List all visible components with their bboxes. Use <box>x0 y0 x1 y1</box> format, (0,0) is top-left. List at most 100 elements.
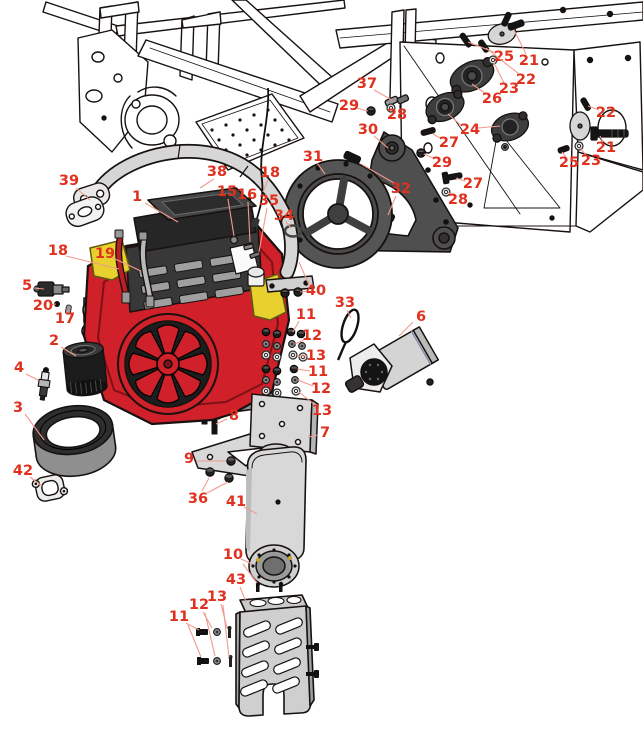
callout-label-10: 10 <box>223 547 243 563</box>
oil-filter <box>62 341 108 397</box>
callout-leader-13 <box>298 391 316 406</box>
callout-label-7: 7 <box>320 425 330 441</box>
callout-label-42: 42 <box>13 463 33 479</box>
callout-label-34: 34 <box>274 208 294 224</box>
callout-leader-43 <box>239 586 247 603</box>
shield-fasteners <box>196 626 233 667</box>
hose-clamp-17 <box>64 304 72 315</box>
callout-leader-28 <box>390 108 395 112</box>
callout-label-19: 19 <box>95 246 115 262</box>
exhaust-flange-gasket <box>65 182 111 228</box>
callout-label-11: 11 <box>296 307 316 323</box>
cooling-fan <box>117 313 219 415</box>
callout-leader-41 <box>243 506 258 515</box>
cable-tie <box>336 308 360 361</box>
callout-label-22: 22 <box>516 72 536 88</box>
callout-label-13: 13 <box>306 348 326 364</box>
callout-leader-19 <box>112 257 142 272</box>
callout-label-28: 28 <box>448 192 468 208</box>
callout-label-20: 20 <box>33 298 53 314</box>
callout-label-11: 11 <box>169 609 189 625</box>
callout-label-33: 33 <box>335 295 355 311</box>
callout-label-27: 27 <box>463 176 483 192</box>
spark-plug <box>37 367 51 401</box>
callout-label-41: 41 <box>226 494 246 510</box>
engine-mount-left <box>425 89 465 125</box>
small-bolt-20 <box>54 301 60 307</box>
exhaust-pipe <box>89 143 296 232</box>
callout-label-12: 12 <box>302 328 322 344</box>
callout-label-9: 9 <box>184 451 194 467</box>
callout-leader-25 <box>467 41 497 54</box>
callout-leader-7 <box>307 434 319 438</box>
callout-leader-10 <box>240 558 253 565</box>
callout-leader-34 <box>285 221 292 229</box>
callout-leader-12 <box>294 339 305 345</box>
callout-leader-11 <box>185 622 200 631</box>
callout-label-26: 26 <box>482 91 502 107</box>
callout-leader-29 <box>423 153 436 160</box>
callout-label-32: 32 <box>391 181 411 197</box>
callout-leader-36 <box>201 477 210 492</box>
callout-label-27: 27 <box>439 135 459 151</box>
callout-label-16: 16 <box>237 187 257 203</box>
hose-clamp <box>283 224 303 238</box>
callout-label-23: 23 <box>581 153 601 169</box>
callout-leader-11 <box>292 320 300 333</box>
callout-label-30: 30 <box>358 122 378 138</box>
callout-leader-24 <box>477 125 501 129</box>
callout-leader-11 <box>187 624 202 658</box>
callout-label-18: 18 <box>48 243 68 259</box>
frame-illustration <box>42 0 643 233</box>
callout-label-11: 11 <box>308 364 328 380</box>
callout-leader-39 <box>75 187 91 201</box>
callout-leader-38 <box>199 178 215 189</box>
callout-leader-27 <box>432 133 443 140</box>
engine-assembly <box>81 187 291 435</box>
muffler-flange <box>248 544 300 592</box>
callout-leader-12 <box>202 611 213 629</box>
callout-label-3: 3 <box>13 400 23 416</box>
callout-leader-36 <box>206 481 229 494</box>
callout-leader-11 <box>296 368 311 372</box>
ignition-wire <box>255 87 270 223</box>
callout-leader-22 <box>587 105 600 111</box>
callout-label-35: 35 <box>259 193 279 209</box>
callout-label-4: 4 <box>14 360 24 376</box>
callout-label-17: 17 <box>55 311 75 327</box>
callout-leader-26 <box>471 83 487 95</box>
callout-leader-22 <box>485 47 520 75</box>
callout-label-40: 40 <box>306 283 326 299</box>
callout-label-18: 18 <box>260 165 280 181</box>
callout-leader-27 <box>455 177 466 182</box>
callout-leader-30 <box>373 135 389 149</box>
callout-leader-33 <box>346 309 352 319</box>
callout-leader-42 <box>29 476 43 487</box>
callout-leader-3 <box>24 413 45 441</box>
callout-leader-40 <box>298 261 310 286</box>
callout-leader-32 <box>387 195 397 216</box>
callout-leader-21 <box>599 135 604 143</box>
callout-label-24: 24 <box>460 122 480 138</box>
callout-leader-23 <box>493 62 505 84</box>
callout-label-22: 22 <box>596 105 616 121</box>
fuel-lines <box>114 229 155 308</box>
callout-label-43: 43 <box>226 572 246 588</box>
air-filter-ring <box>32 404 117 478</box>
callout-leader-17 <box>66 309 69 315</box>
callout-leader-37 <box>373 89 393 101</box>
callout-label-37: 37 <box>357 76 377 92</box>
carb-gasket <box>31 474 69 502</box>
callout-leader-1 <box>144 202 179 223</box>
callout-label-13: 13 <box>207 589 227 605</box>
callout-leader-13 <box>222 604 230 658</box>
carburetor-parts <box>229 235 265 287</box>
air-cleaner <box>133 187 257 253</box>
callout-leader-25 <box>561 151 567 158</box>
callout-leader-23 <box>579 147 587 156</box>
fuel-valve <box>33 281 70 297</box>
callout-leader-40 <box>299 290 309 293</box>
callout-label-31: 31 <box>303 149 323 165</box>
